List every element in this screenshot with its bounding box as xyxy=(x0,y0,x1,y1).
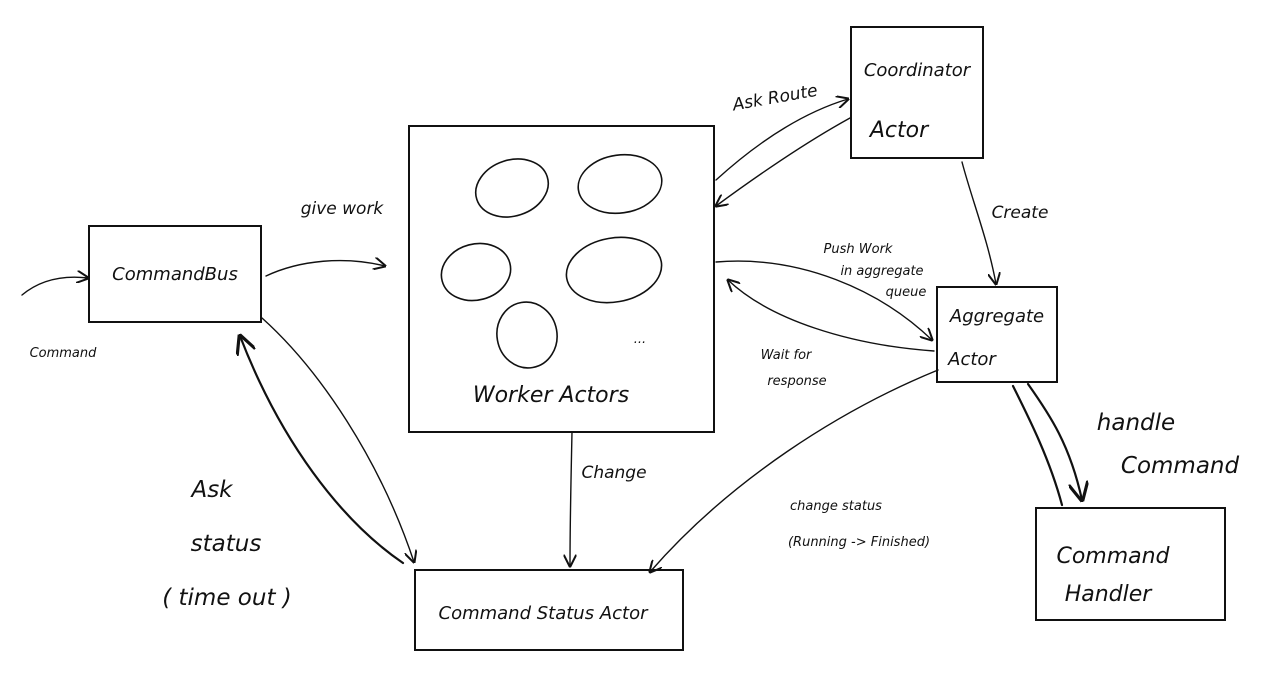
edge-ask-status: Ask status ( time out ) xyxy=(162,317,414,611)
command-handler-label-line2: Handler xyxy=(1065,582,1154,607)
create-label: Create xyxy=(992,203,1049,223)
edge-wait-response: Wait for response xyxy=(728,280,935,389)
worker-actor-1 xyxy=(474,158,550,218)
change-status-label-line1: change status xyxy=(790,499,882,514)
command-handler-node: Command Handler xyxy=(1035,507,1226,621)
aggregate-actor-node: Aggregate Actor xyxy=(936,286,1058,383)
edge-change-status: change status (Running -> Finished) xyxy=(650,369,939,572)
worker-ellipsis: ... xyxy=(634,332,646,347)
edge-push-work: Push Work in aggregate queue xyxy=(715,242,932,340)
edge-create: Create xyxy=(961,161,1049,284)
coordinator-label-line2: Actor xyxy=(868,118,930,143)
edge-ask-route: Ask Route xyxy=(716,81,850,206)
worker-actor-4 xyxy=(565,236,663,304)
edge-give-work: give work xyxy=(265,199,385,277)
wait-response-label-line2: response xyxy=(767,374,826,389)
worker-actors-node: ... Worker Actors xyxy=(408,125,715,433)
edge-command-in: Command xyxy=(21,277,98,361)
change-status-label-line2: (Running -> Finished) xyxy=(788,535,930,550)
worker-actor-3 xyxy=(440,242,512,302)
aggregate-label-line2: Actor xyxy=(947,349,997,370)
handle-command-label-line1: handle xyxy=(1097,410,1175,436)
worker-actor-5 xyxy=(496,301,558,369)
command-bus-node: CommandBus xyxy=(88,225,262,323)
ask-status-label-line1: Ask xyxy=(189,477,234,503)
command-status-actor-node: Command Status Actor xyxy=(414,569,684,651)
push-work-label-line2: in aggregate xyxy=(840,264,923,279)
coordinator-label-line1: Coordinator xyxy=(864,60,972,81)
edge-change: Change xyxy=(570,431,647,566)
push-work-label-line3: queue xyxy=(886,285,927,300)
worker-actor-2 xyxy=(577,153,663,215)
change-label: Change xyxy=(581,463,646,483)
ask-status-label-line2: status xyxy=(191,531,262,557)
handle-command-label-line2: Command xyxy=(1121,453,1240,479)
aggregate-label-line1: Aggregate xyxy=(949,306,1044,327)
ask-status-label-line3: ( time out ) xyxy=(162,585,292,611)
command-handler-label-line1: Command xyxy=(1056,544,1170,569)
edge-handle-command: handle Command xyxy=(1011,382,1240,507)
wait-response-label-line1: Wait for xyxy=(761,348,813,363)
push-work-label-line1: Push Work xyxy=(824,242,893,257)
command-status-actor-label: Command Status Actor xyxy=(439,603,650,624)
command-in-label: Command xyxy=(30,346,98,361)
coordinator-actor-node: Coordinator Actor xyxy=(850,26,984,159)
command-bus-label: CommandBus xyxy=(112,264,238,285)
worker-actors-label: Worker Actors xyxy=(473,383,629,408)
ask-route-label: Ask Route xyxy=(730,81,819,116)
give-work-label: give work xyxy=(301,199,385,219)
